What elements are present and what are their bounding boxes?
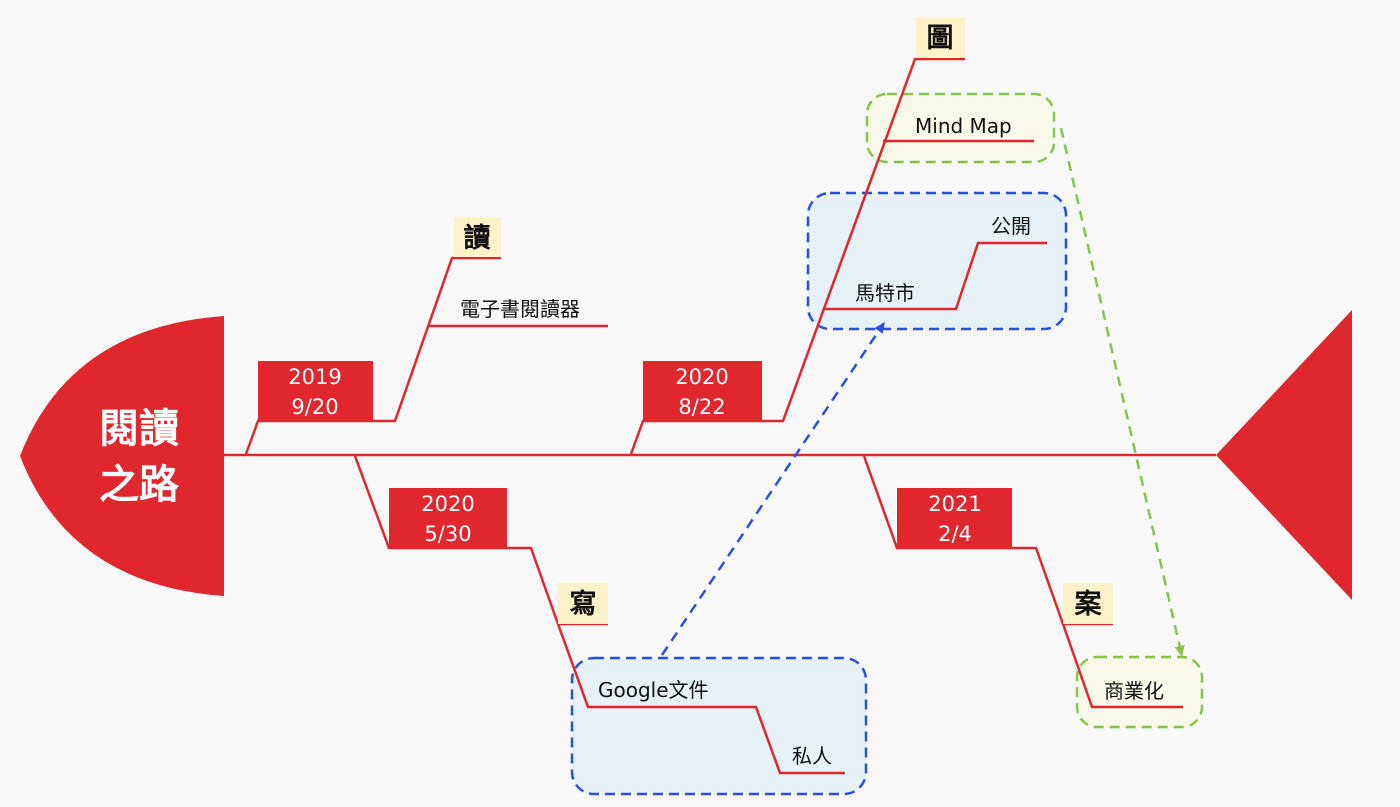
branch-3-date-day: 8/22 <box>678 395 725 419</box>
branch-2-date-box <box>389 488 507 548</box>
branch-3-tag: 圖 <box>927 23 954 54</box>
branch-4-leaf-1: 商業化 <box>1104 679 1164 703</box>
branch-3-leaf-2: 馬特市 <box>855 281 915 305</box>
fish-head <box>20 316 224 596</box>
branch-2-tag-bg <box>558 583 608 624</box>
branch-2-leaf-1: Google文件 <box>598 678 709 702</box>
branch-1-date-day: 9/20 <box>291 395 338 419</box>
group-google-private <box>570 656 868 796</box>
branch-2-leaf-1-line <box>556 623 845 775</box>
branch-2-tag: 寫 <box>570 588 597 620</box>
branch-4-date-box <box>897 488 1012 548</box>
fish-tail <box>1216 310 1352 600</box>
branch-4-tag: 案 <box>1074 588 1103 620</box>
group-matters-public <box>806 191 1068 331</box>
group-mind-map <box>865 92 1056 164</box>
branch-1-bone <box>244 256 501 455</box>
branch-4-date-day: 2/4 <box>938 522 972 546</box>
branch-1-tag-bg <box>454 217 501 257</box>
group-commercialization <box>1075 655 1204 729</box>
branch-1-date-year: 2019 <box>288 365 341 389</box>
branch-2-leaf-2: 私人 <box>792 744 832 768</box>
branch-3-leaf-2-line <box>823 241 1047 311</box>
relation-arrow-mindmap-to-commercial <box>1059 127 1185 657</box>
branch-3-tag-bg <box>916 17 965 58</box>
branch-3-date-year: 2020 <box>675 365 728 389</box>
relation-arrow-google-to-matters <box>660 321 885 656</box>
branch-3-bone <box>629 57 965 455</box>
branch-1-tag: 讀 <box>464 223 491 254</box>
branch-3-leaf-3: 公開 <box>991 214 1031 238</box>
branch-1-date-box <box>258 361 373 421</box>
branch-4-tag-bg <box>1063 583 1113 624</box>
head-title-line-1: 閱讀 <box>99 406 179 452</box>
branch-3-date-box <box>643 361 762 421</box>
branch-4-date-year: 2021 <box>928 492 981 516</box>
branch-3-leaf-1: Mind Map <box>915 114 1012 138</box>
branch-1-leaf-1: 電子書閱讀器 <box>460 297 580 321</box>
branch-2-date-day: 5/30 <box>424 522 471 546</box>
branch-2-date-year: 2020 <box>421 492 474 516</box>
branch-4-leaf-1-line <box>1061 623 1183 709</box>
head-title-line-2: 之路 <box>99 462 180 508</box>
